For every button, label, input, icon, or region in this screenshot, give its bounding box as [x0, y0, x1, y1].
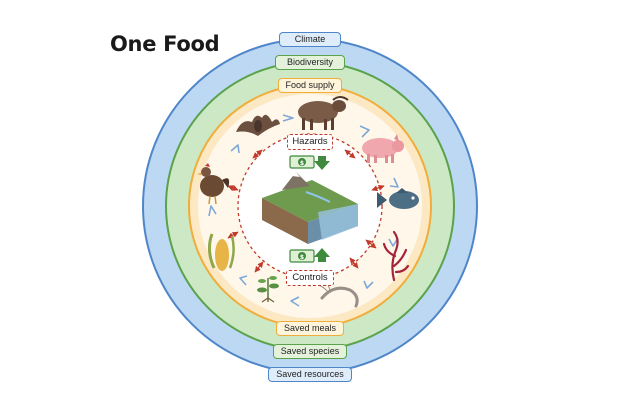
seaweed-icon [382, 230, 410, 282]
saved-species-label: Saved species [273, 344, 347, 359]
climate-label: Climate [279, 32, 341, 47]
bat-icon [236, 114, 280, 136]
landscape-icon [262, 172, 358, 244]
hazards-label: Hazards [287, 134, 333, 150]
chicken-icon [197, 163, 230, 205]
saved-meals-label: Saved meals [276, 321, 344, 336]
fish-icon [377, 188, 419, 209]
cost-down-icon: $ [289, 155, 330, 170]
diagram-title: One Food [110, 32, 220, 56]
pig-icon [362, 134, 404, 163]
cost-up-icon: $ [289, 248, 330, 263]
buffalo-icon [298, 96, 349, 130]
controls-label: Controls [286, 270, 334, 286]
biodiversity-label: Biodiversity [275, 55, 345, 70]
svg-text:$: $ [300, 160, 304, 167]
svg-text:$: $ [300, 254, 304, 261]
herb-plant-icon [257, 276, 279, 303]
cycle-arrows [208, 114, 399, 307]
saved-resources-label: Saved resources [268, 367, 352, 382]
hazard-control-arrows [227, 149, 385, 273]
corn-icon [207, 233, 235, 271]
food-supply-label: Food supply [278, 78, 342, 93]
